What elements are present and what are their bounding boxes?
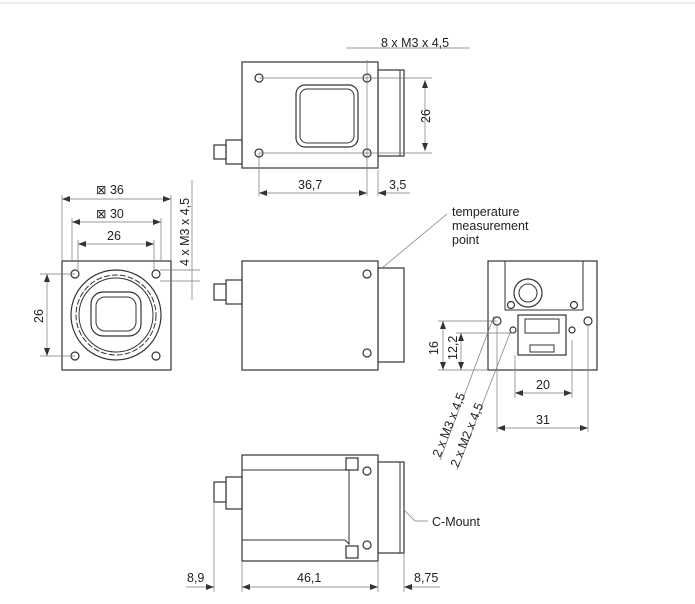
connector-icon: [213, 279, 243, 305]
temp-label-3: point: [452, 233, 480, 247]
top-height-dim: 26: [419, 109, 433, 123]
back-w20-dim: 20: [536, 378, 550, 392]
back-h16-dim: 16: [427, 341, 441, 355]
temp-label-1: temperature: [452, 205, 519, 219]
front-inner-dim: 26: [107, 229, 121, 243]
c-mount-label: C-Mount: [432, 515, 480, 529]
front-view: ⊠ 36 ⊠ 30 26 26 4 x M3 x 4,5: [32, 180, 200, 371]
top-holes-label: 8 x M3 x 4,5: [381, 36, 449, 50]
front-holes-label: 4 x M3 x 4,5: [178, 198, 192, 266]
connector-icon: [213, 139, 243, 165]
temp-label-2: measurement: [452, 219, 529, 233]
bottom-mount-dim: 8,75: [414, 571, 438, 585]
connector-icon: [213, 476, 243, 510]
front-outer-dim: ⊠ 36: [96, 183, 124, 197]
back-w31-dim: 31: [536, 413, 550, 427]
front-vertical-dim: 26: [32, 309, 46, 323]
back-h12-dim: 12,2: [446, 336, 460, 360]
bottom-connector-dim: 8,9: [187, 571, 204, 585]
back-view: 16 12,2 20 31 2 x M3 x 4,5 2 x M2 x 4,5: [427, 260, 598, 471]
top-view: 8 x M3 x 4,5 26 36,7 3,5: [213, 36, 470, 196]
bottom-length-dim: 46,1: [297, 571, 321, 585]
top-length-dim: 36,7: [298, 178, 322, 192]
front-mid-dim: ⊠ 30: [96, 207, 124, 221]
bottom-view: C-Mount 8,9 46,1 8,75: [186, 454, 480, 592]
ethernet-port: [517, 314, 567, 356]
side-view: temperature measurement point: [213, 205, 529, 371]
top-offset-dim: 3,5: [389, 178, 406, 192]
